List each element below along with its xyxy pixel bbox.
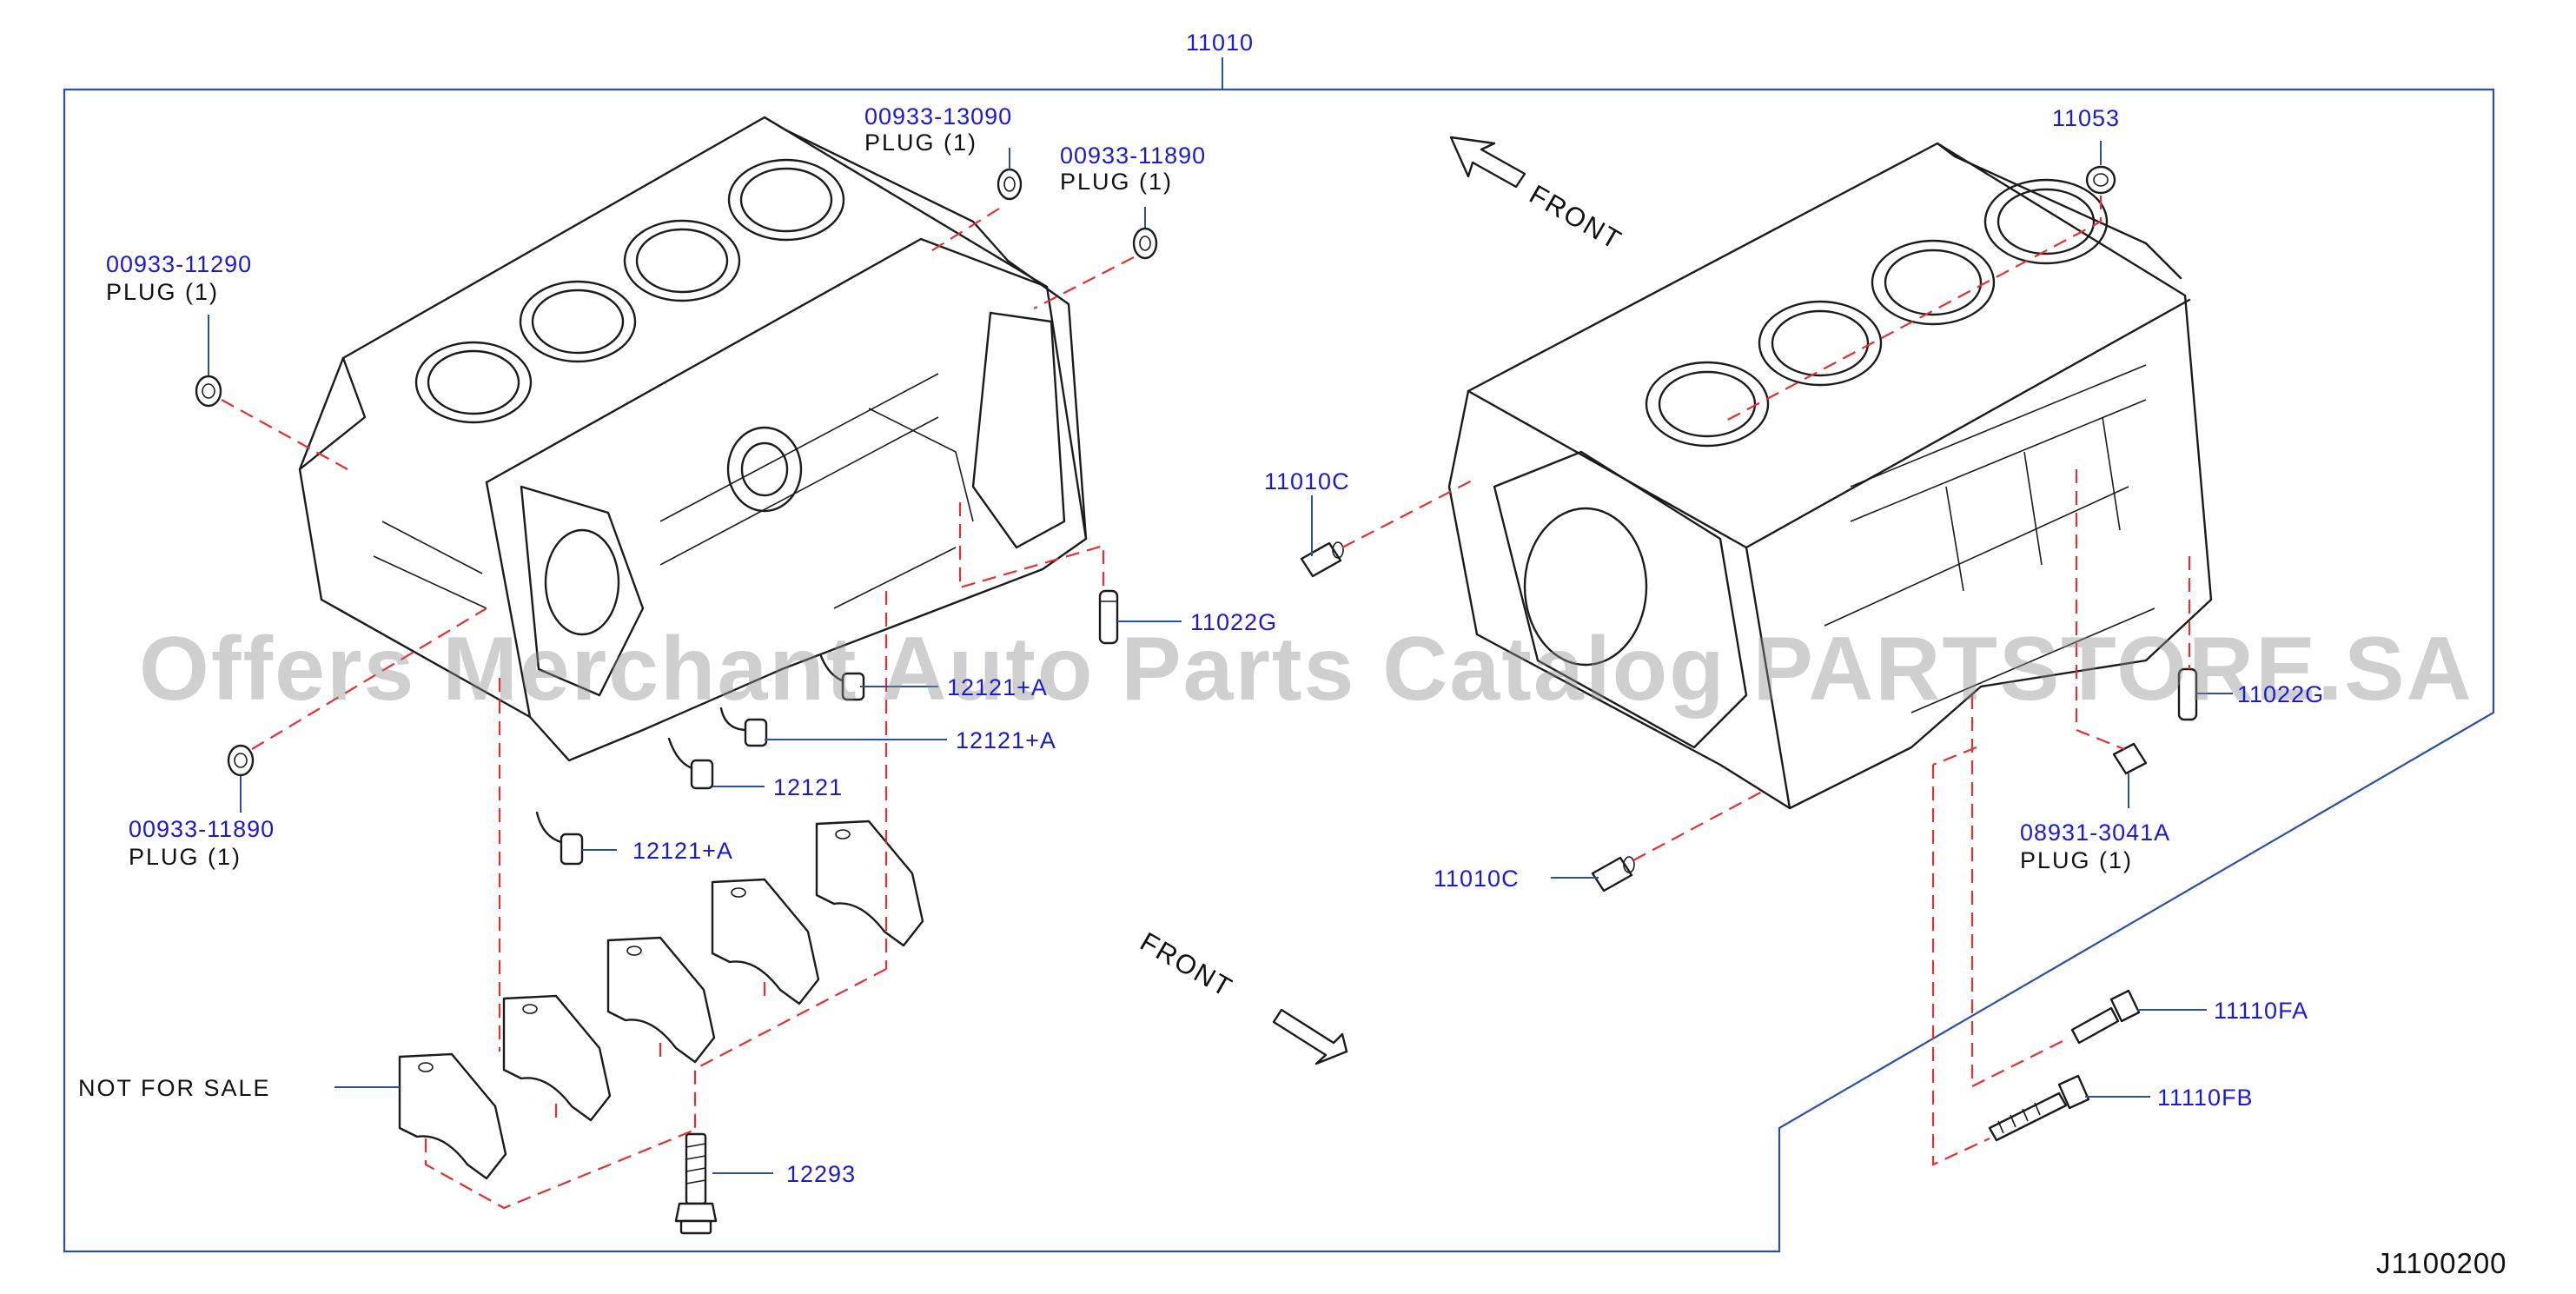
dowel-pin-11010c-top — [1300, 541, 1344, 578]
svg-text:00933-11290: 00933-11290 — [106, 251, 252, 277]
plug-08931-3041a — [2112, 742, 2148, 775]
callout-11022g-left[interactable]: 11022G — [1190, 609, 1277, 635]
callout-00933-11290-desc: PLUG (1) — [106, 279, 219, 305]
svg-text:12121+A: 12121+A — [632, 838, 733, 864]
callout-08931-3041a[interactable]: 08931-3041A — [2020, 820, 2170, 846]
main-bearing-caps — [398, 820, 924, 1180]
plug-00933-13090 — [997, 168, 1023, 201]
svg-text:00933-13090: 00933-13090 — [864, 103, 1012, 129]
callout-leaders — [208, 141, 2233, 1174]
cylinder-block-left — [298, 116, 1088, 762]
callout-12121[interactable]: 12121 — [773, 774, 843, 800]
callout-11022g-right[interactable]: 11022G — [2237, 681, 2324, 707]
dowel-pin-11022g-left — [1098, 589, 1119, 645]
front-arrow-bottom-icon — [1272, 1008, 1348, 1065]
callout-00933-13090-desc: PLUG (1) — [864, 129, 977, 156]
callout-00933-11890-bottom-desc: PLUG (1) — [129, 844, 242, 870]
oil-jet-12121a-2 — [719, 707, 768, 747]
dowel-pin-11010c-bottom — [1591, 856, 1635, 893]
svg-text:12121+A: 12121+A — [947, 674, 1048, 700]
left-dashed-guides — [221, 208, 1135, 1210]
svg-text:12121: 12121 — [773, 774, 843, 800]
svg-text:11010C: 11010C — [1434, 866, 1520, 892]
svg-text:11053: 11053 — [2052, 105, 2120, 131]
watermark-text: Offers Merchant Auto Parts Catalog PARTS… — [139, 619, 2473, 720]
svg-text:11010: 11010 — [1186, 30, 1254, 56]
callout-00933-11890-bottom[interactable]: 00933-11890 — [129, 816, 275, 842]
callout-12293[interactable]: 12293 — [786, 1161, 856, 1187]
bolt-12293 — [674, 1132, 718, 1235]
oil-jet-12121 — [667, 737, 714, 790]
callout-11110fa[interactable]: 11110FA — [2214, 998, 2308, 1024]
cylinder-block-right — [1447, 142, 2213, 810]
diagram-code: J1100200 — [2376, 1247, 2507, 1279]
front-label-top: FRONT — [1525, 179, 1628, 256]
plug-00933-11890-bottom — [227, 744, 255, 777]
callout-12121a-2[interactable]: 12121+A — [956, 727, 1056, 753]
oil-jet-12121a-3 — [535, 811, 584, 866]
bolt-11110fb — [1988, 1074, 2090, 1142]
callout-11110fb[interactable]: 11110FB — [2157, 1085, 2254, 1111]
svg-text:11110FB: 11110FB — [2157, 1085, 2254, 1111]
callout-11010c-bottom[interactable]: 11010C — [1434, 866, 1520, 892]
svg-text:11022G: 11022G — [1190, 609, 1277, 635]
plug-00933-11290 — [195, 375, 222, 408]
svg-text:12293: 12293 — [786, 1161, 856, 1187]
svg-text:11010C: 11010C — [1264, 468, 1350, 494]
svg-text:00933-11890: 00933-11890 — [1060, 143, 1206, 169]
callout-08931-3041a-desc: PLUG (1) — [2020, 847, 2133, 873]
svg-text:11022G: 11022G — [2237, 681, 2324, 707]
svg-text:11110FA: 11110FA — [2214, 998, 2308, 1024]
callout-12121a-3[interactable]: 12121+A — [632, 838, 733, 864]
callout-00933-11890-top[interactable]: 00933-11890 — [1060, 143, 1206, 169]
assembly-frame — [63, 88, 2495, 1253]
callout-00933-13090[interactable]: 00933-13090 — [864, 103, 1012, 129]
svg-text:08931-3041A: 08931-3041A — [2020, 820, 2170, 846]
front-arrow-top-icon — [1449, 136, 1526, 189]
front-label-bottom: FRONT — [1136, 926, 1239, 1004]
svg-text:12121+A: 12121+A — [956, 727, 1056, 753]
plug-00933-11890-top — [1132, 227, 1158, 260]
callout-11053[interactable]: 11053 — [2052, 105, 2120, 131]
plug-11053 — [2085, 165, 2116, 195]
not-for-sale-label: NOT FOR SALE — [78, 1075, 271, 1101]
svg-text:00933-11890: 00933-11890 — [129, 816, 275, 842]
callout-00933-11890-top-desc: PLUG (1) — [1060, 169, 1173, 195]
callout-00933-11290[interactable]: 00933-11290 — [106, 251, 252, 277]
callout-11010c-top[interactable]: 11010C — [1264, 468, 1350, 494]
right-dashed-guides — [1341, 196, 2191, 1166]
callout-11010[interactable]: 11010 — [1186, 30, 1254, 56]
callout-12121a-1[interactable]: 12121+A — [947, 674, 1048, 700]
bolt-11110fa — [2070, 989, 2141, 1045]
